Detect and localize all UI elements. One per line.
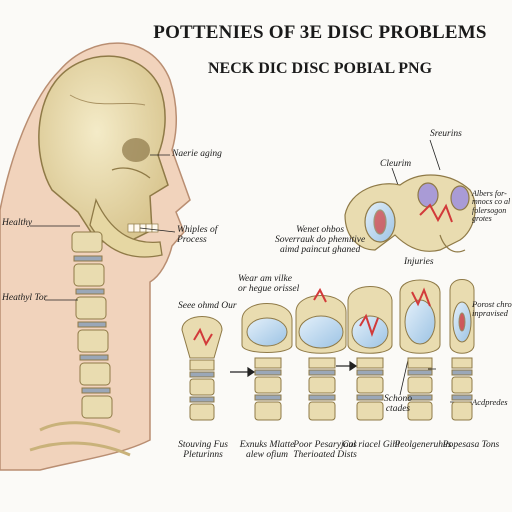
label-albers: Albers for- mnocs co al folersogon grote… [472, 189, 511, 224]
nerve-irritation [419, 203, 453, 223]
stage-1 [181, 316, 223, 421]
label-schono: Schono ctades [384, 394, 412, 414]
label-cleurim: Cleurim [380, 159, 412, 169]
facet-right [450, 185, 470, 211]
eye-orbit [122, 138, 150, 162]
head-illustration [0, 42, 191, 471]
caption-stage-4: Col riacel Gihl [342, 440, 400, 450]
caption-stage-1: Stouving Fus Pleturinns [178, 440, 228, 461]
cervical-spine [71, 231, 113, 419]
progression-arrows [230, 360, 358, 378]
facet-left [417, 182, 439, 208]
label-wenet: Wenet ohbos Soverrauk do phemitive aimd … [275, 225, 366, 255]
caption-stage-5: Peolgeneruhus [394, 440, 452, 450]
stage-6 [449, 279, 475, 421]
label-acdpredes: Acdpredes [472, 397, 508, 407]
page-subtitle: NECK DIC DISC POBIAL PNG [207, 60, 433, 77]
skull-suture [69, 94, 146, 106]
label-sreurins: Sreurins [430, 129, 462, 139]
label-wear: Wear am vilke or hegue orissel [238, 274, 300, 294]
cheekbone [111, 167, 151, 179]
stage-5 [399, 279, 441, 421]
page-title: POTTENIES OF 3E DISC PROBLEMS [153, 22, 487, 43]
stage-2 [241, 303, 293, 421]
ribs [29, 421, 131, 457]
stage-4 [347, 286, 393, 421]
caption-stage-3: Poor Pesaryjous Therioated Dists [293, 440, 357, 461]
label-heathyl-tor: Heathyl Tor [2, 293, 48, 303]
label-seee: Seee ohmd Our [178, 301, 237, 311]
inflammation-left [373, 209, 387, 235]
label-porost: Porost chrot inpravised [472, 299, 512, 318]
vertebra-detail [344, 174, 476, 253]
caption-stage-6: Popesasa Tons [442, 440, 500, 450]
label-healthy: Healthy [2, 218, 33, 228]
spine-stages [181, 279, 475, 421]
label-whiples: Whiples of Process [177, 225, 218, 245]
label-injuries: Injuries [404, 257, 434, 267]
stage-3 [295, 287, 347, 421]
label-naerie-aging: Naerie aging [172, 149, 222, 159]
caption-stage-2: Exnuks Mlatte alew ofium [239, 440, 295, 461]
